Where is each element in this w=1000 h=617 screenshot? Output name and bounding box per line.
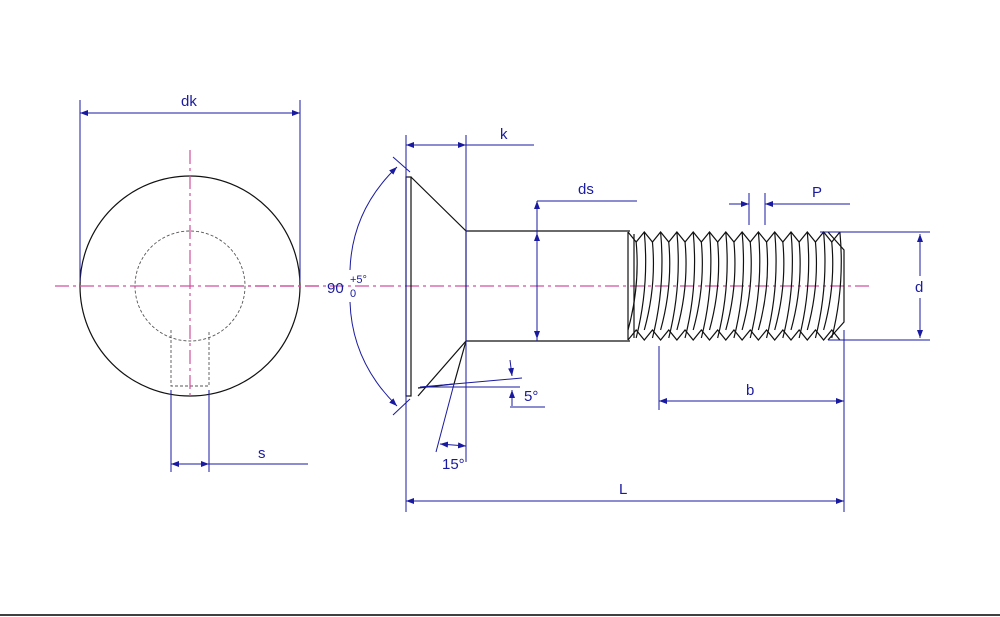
thread-flank [831, 231, 842, 339]
thread-root [741, 241, 752, 331]
d-label: d [915, 279, 923, 296]
thread-root [823, 241, 834, 331]
thread-chamfer [827, 231, 845, 341]
thread-flank [684, 231, 696, 339]
ds-label: ds [578, 181, 594, 198]
thread-root [692, 241, 703, 331]
thread-flank [814, 231, 826, 339]
thread-root [757, 241, 769, 331]
thread-root [806, 241, 818, 331]
thread-flank [700, 231, 712, 339]
thread-root [708, 241, 720, 331]
thread-flank [798, 231, 810, 339]
angle-tol-lower: 0 [350, 288, 356, 300]
thread-start [627, 232, 635, 340]
thread-flank [749, 231, 761, 339]
head-end-view: dk s [55, 93, 320, 472]
thread-flank [668, 231, 679, 339]
p-label: P [812, 184, 822, 201]
angle-90-label: 90 [327, 280, 344, 297]
thread-root [774, 241, 785, 331]
thread-root [790, 241, 801, 331]
thread-flank [651, 231, 663, 339]
thread-flank [733, 231, 745, 339]
thread-root [676, 241, 687, 331]
angle-15-label: 15° [442, 456, 465, 473]
thread-root [627, 241, 638, 331]
thread-flank [765, 231, 777, 339]
thread-flank [635, 231, 647, 339]
dk-label: dk [181, 93, 197, 110]
b-label: b [746, 382, 754, 399]
thread [627, 231, 845, 341]
thread-crest-bottom [627, 329, 841, 341]
thread-root [660, 241, 671, 331]
bolt-side-view: k ds P d b L 90 +5° 0 [230, 126, 930, 512]
angle-5-label: 5° [524, 388, 538, 405]
thread-root [725, 241, 736, 331]
s-label: s [258, 445, 266, 462]
thread-flank [717, 231, 728, 339]
l-label: L [619, 481, 627, 498]
k-label: k [500, 126, 508, 143]
thread-root [643, 241, 655, 331]
angle-tol-upper: +5° [350, 274, 367, 286]
thread-flank [782, 231, 793, 339]
